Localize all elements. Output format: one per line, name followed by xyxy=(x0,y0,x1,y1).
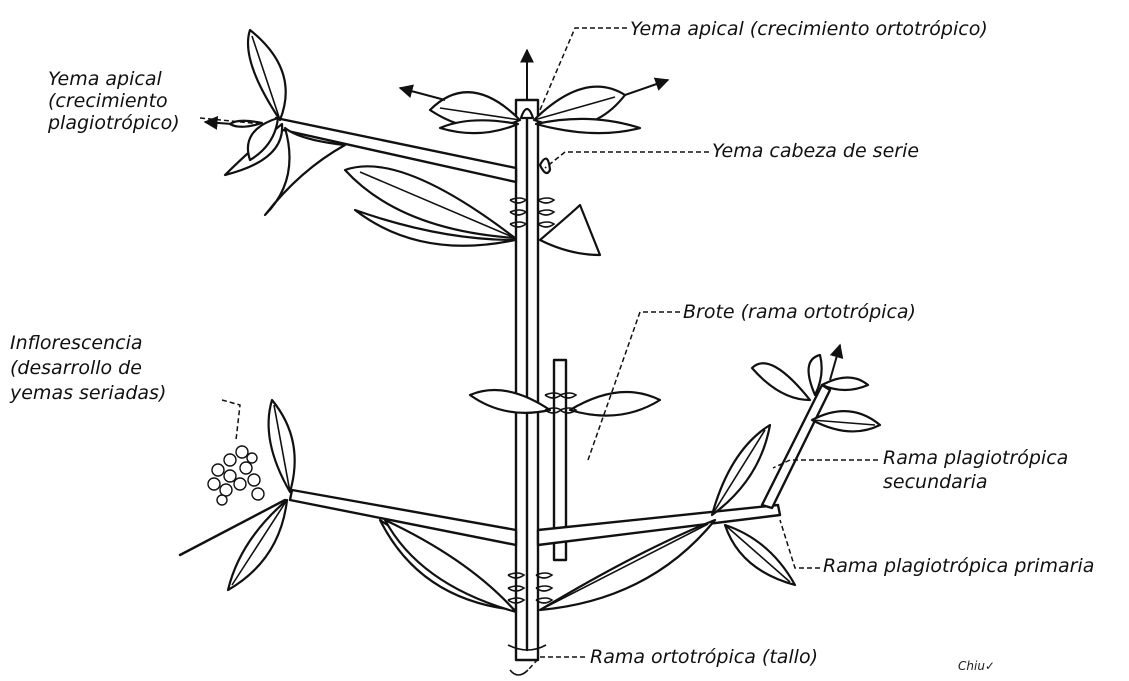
label-inflorescencia-line1: Inflorescencia xyxy=(10,332,143,354)
label-rama-ortotropica-tallo: Rama ortotrópica (tallo) xyxy=(590,646,818,668)
label-rama-plagiotropica-secundaria-line2: secundaria xyxy=(883,471,988,493)
label-yema-apical-plagiotropico-line3: plagiotrópico) xyxy=(47,112,180,134)
upper-node-leaves xyxy=(345,166,600,255)
label-inflorescencia-line2: (desarrollo de xyxy=(10,357,142,379)
label-rama-plagiotropica-primaria: Rama plagiotrópica primaria xyxy=(823,555,1094,577)
label-inflorescencia-line3: yemas seriadas) xyxy=(9,382,166,404)
label-yema-apical-ortotropico: Yema apical (crecimiento ortotrópico) xyxy=(630,18,988,40)
primary-plagiotropic-branch xyxy=(180,400,795,590)
secondary-plagiotropic-branch xyxy=(752,345,880,508)
inflorescence xyxy=(208,446,264,505)
head-of-series-bud xyxy=(540,159,550,173)
label-brote: Brote (rama ortotrópica) xyxy=(683,301,916,323)
label-rama-plagiotropica-secundaria-line1: Rama plagiotrópica xyxy=(883,447,1068,469)
main-stem xyxy=(508,100,546,675)
label-yema-apical-plagiotropico-line1: Yema apical xyxy=(48,68,162,90)
label-yema-apical-plagiotropico-line2: (crecimiento xyxy=(48,90,168,112)
label-yema-cabeza-serie: Yema cabeza de serie xyxy=(712,140,919,162)
artist-signature: Chiu✓ xyxy=(958,659,995,673)
